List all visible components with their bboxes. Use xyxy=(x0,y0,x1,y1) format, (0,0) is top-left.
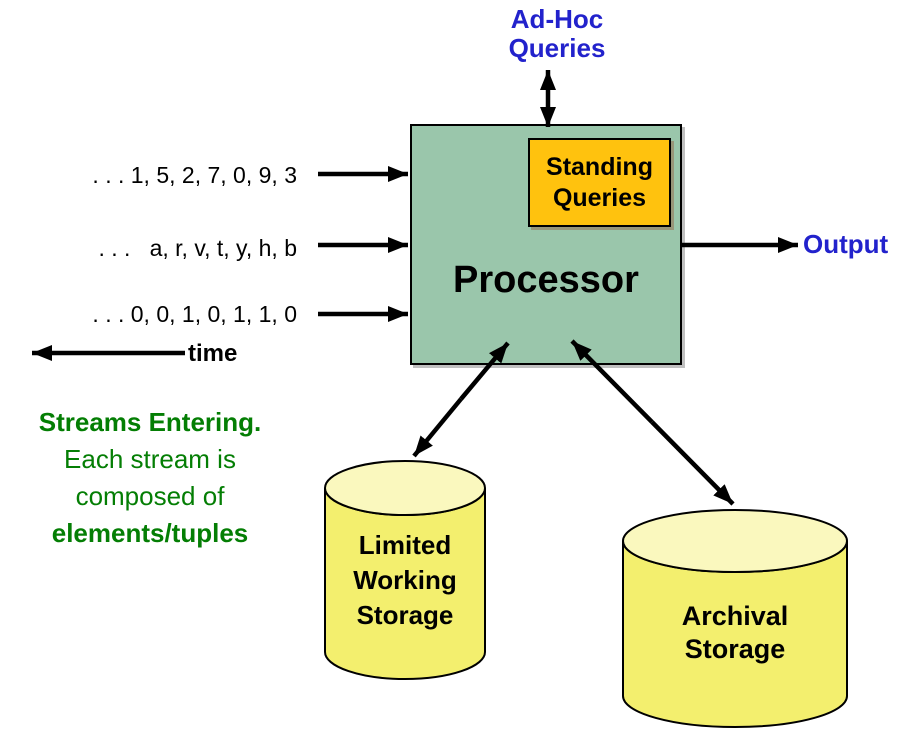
caption-line-2: Each stream is xyxy=(64,444,236,474)
stream-values-2: . . . a, r, v, t, y, h, b xyxy=(98,235,297,261)
working-storage-cylinder xyxy=(324,460,486,680)
processor-label: Processor xyxy=(453,259,639,301)
adhoc-queries-label: Ad-Hoc Queries xyxy=(508,4,606,63)
archival-storage-label: Archival Storage xyxy=(681,601,789,664)
streams-entering-caption: Streams Entering. Each stream is compose… xyxy=(0,404,300,552)
output-label: Output xyxy=(803,229,889,259)
working-storage-arrow xyxy=(412,341,510,458)
working-storage-label: Limited Working Storage xyxy=(353,530,457,630)
stream-values-1: . . . 1, 5, 2, 7, 0, 9, 3 xyxy=(92,162,297,188)
archival-storage-cylinder xyxy=(622,509,848,728)
stream-values-3: . . . 0, 0, 1, 0, 1, 1, 0 xyxy=(92,301,297,327)
archival-storage-arrow xyxy=(570,339,735,506)
standing-queries-box: Standing Queries xyxy=(528,138,671,227)
caption-line-3: composed of xyxy=(75,481,225,511)
caption-line-4: elements/tuples xyxy=(51,518,249,548)
time-label: time xyxy=(188,340,238,367)
caption-line-1: Streams Entering. xyxy=(38,407,262,437)
standing-queries-label: Standing Queries xyxy=(546,152,653,212)
